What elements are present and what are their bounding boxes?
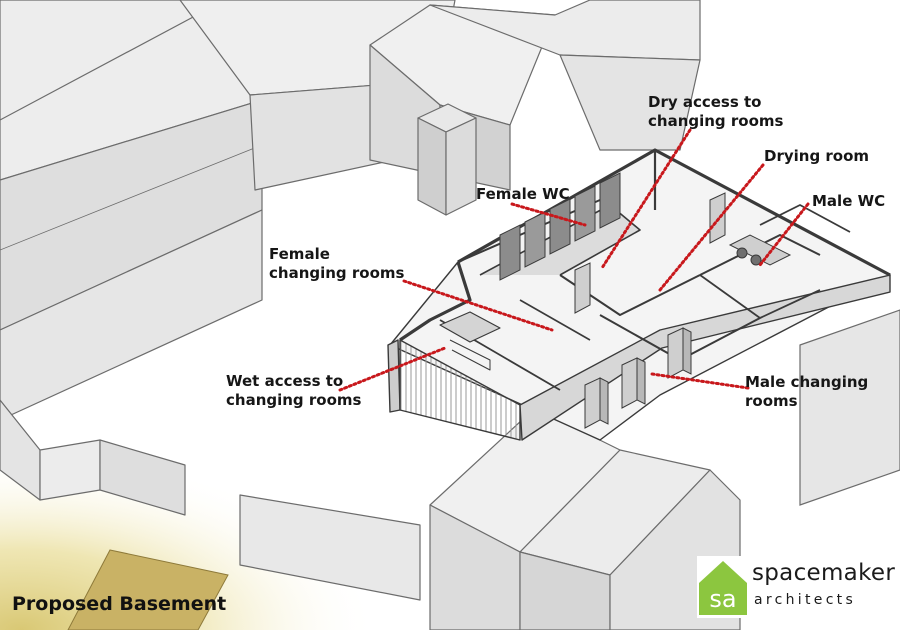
- ground-plot: [67, 549, 229, 630]
- leader-lines: [338, 128, 810, 392]
- logo-house-icon: sa: [699, 561, 747, 615]
- context-houses-bottom: [429, 407, 741, 630]
- leader-dry-access: [600, 128, 692, 270]
- logo-word-spacemaker: spacemaker: [752, 560, 896, 586]
- context-building-top-right: [369, 0, 701, 191]
- label-female-wc: Female WC: [476, 185, 570, 203]
- logo-monogram: sa: [709, 585, 736, 613]
- leader-drying-room: [658, 163, 765, 292]
- leader-female-changing: [402, 279, 554, 332]
- label-male-wc: Male WC: [812, 192, 886, 210]
- leader-female-wc: [510, 202, 587, 227]
- leader-male-wc: [758, 202, 810, 267]
- context-wall-right: [799, 309, 900, 506]
- company-logo: sa spacemaker architects: [697, 556, 895, 618]
- diagram-title: Proposed Basement: [12, 593, 227, 615]
- label-drying-room: Drying room: [764, 147, 870, 165]
- context-chimney: [417, 103, 477, 216]
- context-building-top-left: [0, 0, 276, 421]
- logo-word-architects: architects: [754, 592, 857, 608]
- context-wall-bottom-left: [0, 399, 421, 601]
- leader-male-changing: [650, 372, 750, 390]
- leader-wet-access: [338, 346, 447, 392]
- wc-cubicles: [499, 172, 792, 281]
